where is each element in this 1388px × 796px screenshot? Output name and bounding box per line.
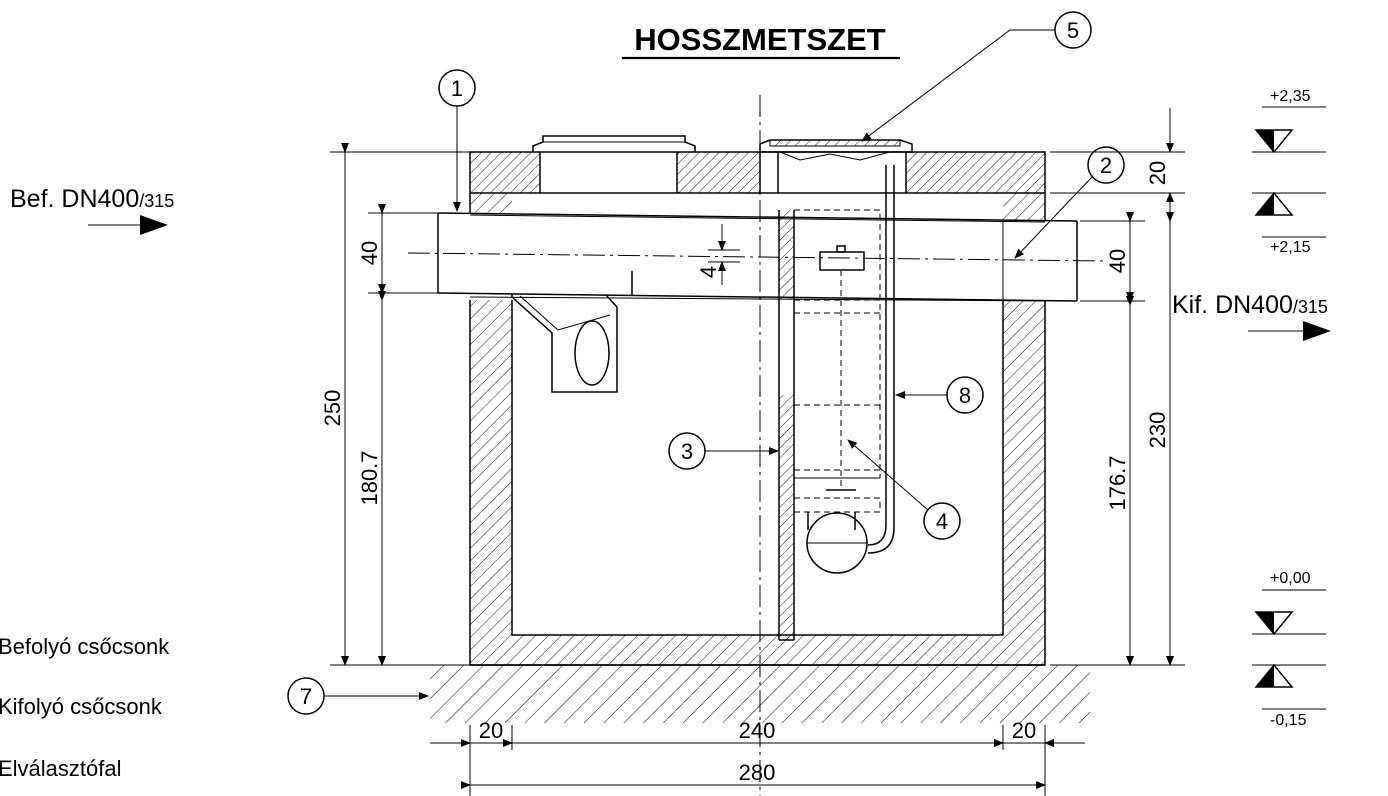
legend-item-3: Elválasztófal [0,756,122,781]
level-marker-bottom: -0,15 [1252,663,1326,729]
svg-text:+2,15: +2,15 [1270,239,1311,256]
drawing-title: HOSSZMETSZET [634,22,886,57]
callout-7: 8 [895,376,984,414]
callout-8: 7 [287,677,429,715]
callout-2: 2 [1014,146,1125,259]
dim-right-lower: 176.7 [1105,455,1130,510]
pipe-body [437,212,1078,302]
manhole-frame-left [532,135,696,152]
svg-text:4: 4 [936,509,948,534]
svg-text:2: 2 [1100,153,1112,178]
tank-concrete-walls [469,193,1046,666]
dim-wall-left: 20 [479,718,503,743]
manhole-cover [759,139,913,161]
dimension-lines [330,108,1185,796]
inlet-flow: Bef. DN400/315 [10,185,174,235]
level-marker-slab-bottom: +2,15 [1252,191,1326,256]
legend-item-2: Kifolyó csőcsonk [0,694,163,719]
svg-text:Bef. DN400/315: Bef. DN400/315 [10,185,174,213]
callout-5: 5 [861,11,1092,142]
svg-text:3: 3 [681,439,693,464]
dim-left-pipe: 40 [357,241,382,265]
pipe-axis-line [407,252,1109,262]
inlet-chute [511,271,633,393]
svg-text:8: 8 [959,383,971,408]
svg-text:+0,00: +0,00 [1270,570,1311,587]
dim-right-total: 230 [1145,412,1170,449]
level-marker-zero: +0,00 [1252,570,1326,636]
level-marker-top: +2,35 [1252,88,1326,154]
dim-inner: 240 [739,718,776,743]
dim-wall-right: 20 [1012,718,1036,743]
dim-drop: 4 [696,266,721,278]
legend-item-1: Befolyó csőcsonk [0,634,170,659]
outlet-flow: Kif. DN400/315 [1172,291,1331,341]
dim-right-pipe: 40 [1105,249,1130,273]
svg-text:5: 5 [1067,18,1079,43]
separation-wall [778,210,795,641]
top-slab [469,151,1046,194]
filter-insert [793,209,881,574]
callout-4: 4 [847,439,961,540]
dim-left-total: 250 [320,390,345,427]
float-rod [867,165,895,554]
dim-left-lower: 180.7 [357,450,382,505]
dim-overall: 280 [739,760,776,785]
svg-text:7: 7 [300,684,312,709]
callout-3: 3 [668,432,779,470]
svg-text:1: 1 [451,76,463,101]
svg-text:+2,35: +2,35 [1270,88,1311,105]
svg-text:Kif. DN400/315: Kif. DN400/315 [1172,291,1328,319]
dim-right-top: 20 [1145,161,1170,185]
svg-text:-0,15: -0,15 [1270,712,1307,729]
callout-1: 1 [438,69,476,212]
